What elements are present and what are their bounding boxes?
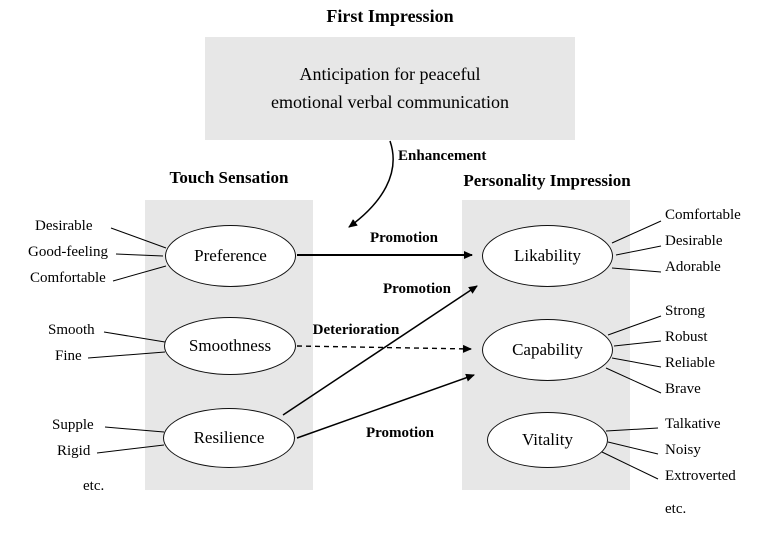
node-preference: Preference (165, 225, 296, 287)
adjective-brave: Brave (665, 381, 701, 397)
arrow-resilience-likability (282, 285, 478, 416)
first-impression-title: First Impression (326, 6, 454, 26)
connector-supple-resilience (104, 426, 165, 433)
adjective-adorable: Adorable (665, 259, 721, 275)
promotion-label-resilience-capability: Promotion (365, 425, 435, 441)
adjective-strong: Strong (665, 303, 706, 319)
connector-goodfeeling-preference (115, 253, 164, 257)
adjective-extroverted: Extroverted (665, 468, 736, 484)
adjective-good-feeling: Good-feeling (28, 244, 108, 260)
connector-likability-comfortable (611, 220, 662, 244)
node-likability: Likability (482, 225, 613, 287)
promotion-label-preference-likability: Promotion (369, 230, 439, 246)
adjective-smooth: Smooth (48, 322, 95, 338)
node-resilience: Resilience (163, 408, 295, 468)
arrow-enhancement-curve (348, 140, 394, 228)
adjective-supple: Supple (52, 417, 94, 433)
node-vitality: Vitality (487, 412, 608, 468)
node-capability: Capability (482, 319, 613, 381)
connector-vitality-noisy (607, 441, 659, 455)
connector-vitality-extroverted (601, 451, 659, 480)
connector-capability-brave (605, 367, 662, 394)
connector-capability-strong (607, 315, 662, 336)
connector-comfortable-preference (112, 265, 167, 282)
first-impression-box: Anticipation for peaceful emotional verb… (205, 37, 575, 140)
deterioration-label-smoothness-capability: Deterioration (312, 322, 400, 338)
personality-impression-heading: Personality Impression (463, 171, 631, 190)
connector-likability-desirable (615, 245, 662, 256)
adjective-talkative: Talkative (665, 416, 721, 432)
first-impression-line1: Anticipation for peaceful (299, 63, 481, 84)
promotion-label-resilience-likability: Promotion (382, 281, 452, 297)
adjective-comfortable-left: Comfortable (30, 270, 106, 286)
etc-label-right: etc. (665, 501, 687, 517)
connector-likability-adorable (611, 267, 662, 273)
adjective-fine: Fine (55, 348, 82, 364)
enhancement-label: Enhancement (398, 148, 487, 164)
connector-rigid-resilience (96, 444, 165, 454)
connector-desirable-preference (110, 227, 167, 249)
connector-smooth-smoothness (103, 331, 166, 343)
connector-capability-reliable (611, 357, 662, 368)
adjective-robust: Robust (665, 329, 708, 345)
adjective-rigid: Rigid (57, 443, 91, 459)
adjective-comfortable-right: Comfortable (665, 207, 741, 223)
adjective-desirable-right: Desirable (665, 233, 723, 249)
connector-vitality-talkative (605, 427, 659, 432)
first-impression-text: Anticipation for peaceful emotional verb… (271, 61, 509, 117)
touch-sensation-heading: Touch Sensation (169, 168, 289, 187)
adjective-reliable: Reliable (665, 355, 715, 371)
etc-label-left: etc. (83, 478, 105, 494)
connector-capability-robust (613, 340, 662, 347)
arrow-resilience-capability (296, 373, 475, 439)
adjective-desirable-left: Desirable (35, 218, 93, 234)
connector-fine-smoothness (87, 351, 166, 359)
adjective-noisy: Noisy (665, 442, 701, 458)
node-smoothness: Smoothness (164, 317, 296, 375)
first-impression-line2: emotional verbal communication (271, 91, 509, 112)
arrow-smoothness-capability-dashed (296, 344, 472, 353)
